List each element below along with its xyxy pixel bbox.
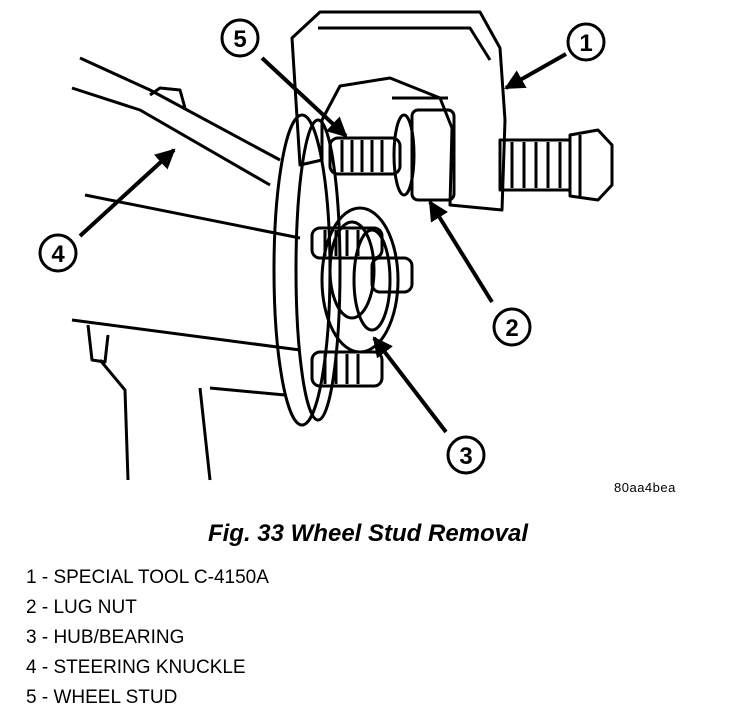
callout-5: 5 [220,18,260,58]
wheel-studs-drawing [310,136,414,388]
hub-bearing-drawing [272,113,400,427]
legend-list: 1 - SPECIAL TOOL C-4150A 2 - LUG NUT 3 -… [26,563,269,713]
callout-1: 1 [566,22,606,62]
callout-5-label: 5 [233,26,246,53]
legend-item: 1 - SPECIAL TOOL C-4150A [26,567,269,588]
callout-3-label: 3 [459,443,472,470]
callout-arrows [78,52,567,434]
legend-item: 4 - STEERING KNUCKLE [26,657,246,678]
figure-caption: Fig. 33 Wheel Stud Removal [207,520,529,547]
callout-4: 4 [38,233,78,273]
wheel-stud-removal-diagram: 1 2 3 4 5 [38,10,614,481]
image-code: 80aa4bea [614,480,676,495]
legend-item: 5 - WHEEL STUD [26,687,178,708]
callout-2: 2 [492,307,532,347]
legend-item: 2 - LUG NUT [26,597,137,618]
special-tool-drawing [290,10,614,212]
callout-2-label: 2 [505,315,518,342]
callout-4-label: 4 [51,241,65,268]
callout-1-label: 1 [579,30,592,57]
callout-3: 3 [446,435,486,475]
legend-item: 3 - HUB/BEARING [26,627,185,648]
steering-knuckle-drawing [71,56,301,481]
